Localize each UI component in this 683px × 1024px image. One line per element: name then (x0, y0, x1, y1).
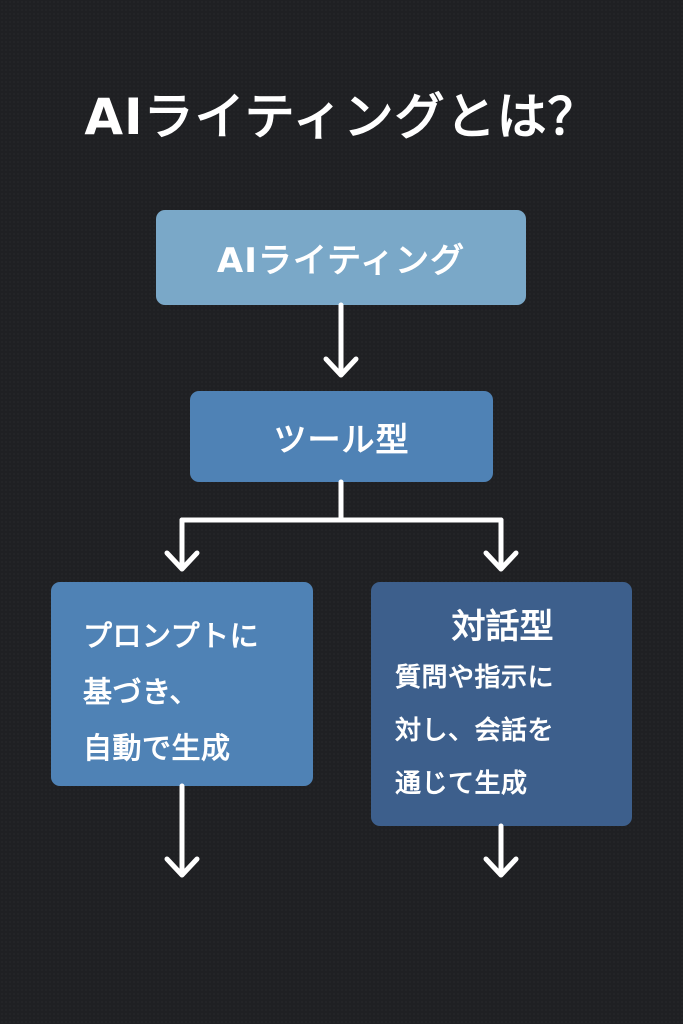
node-prompt-line: 自動で生成 (83, 731, 231, 765)
arrow-dialog-down (483, 823, 519, 878)
arrow-root-to-tool (323, 302, 359, 378)
node-prompt-line: 基づき、 (83, 675, 199, 709)
node-ai-writing-label: AIライティング (216, 241, 466, 281)
arrow-prompt-down (164, 783, 200, 878)
node-prompt-line: プロンプトに (83, 619, 260, 653)
arrow-tool-to-dialog (483, 517, 519, 572)
branch-connector (179, 479, 504, 523)
page-title: AIライティングとは？ (84, 88, 599, 146)
arrow-tool-to-prompt (164, 517, 200, 572)
node-prompt-based: プロンプトに 基づき、 自動で生成 (51, 582, 313, 786)
node-dialog-heading: 対話型 (451, 607, 554, 647)
node-dialog-type: 対話型 質問や指示に 対し、会話を 通じて生成 (371, 582, 632, 826)
node-tool-type-label: ツール型 (273, 419, 410, 459)
node-tool-type: ツール型 (190, 391, 493, 482)
node-dialog-line: 通じて生成 (395, 769, 528, 799)
node-dialog-line: 対し、会話を (395, 716, 555, 746)
node-dialog-line: 質問や指示に (395, 663, 555, 693)
node-ai-writing: AIライティング (156, 210, 526, 305)
